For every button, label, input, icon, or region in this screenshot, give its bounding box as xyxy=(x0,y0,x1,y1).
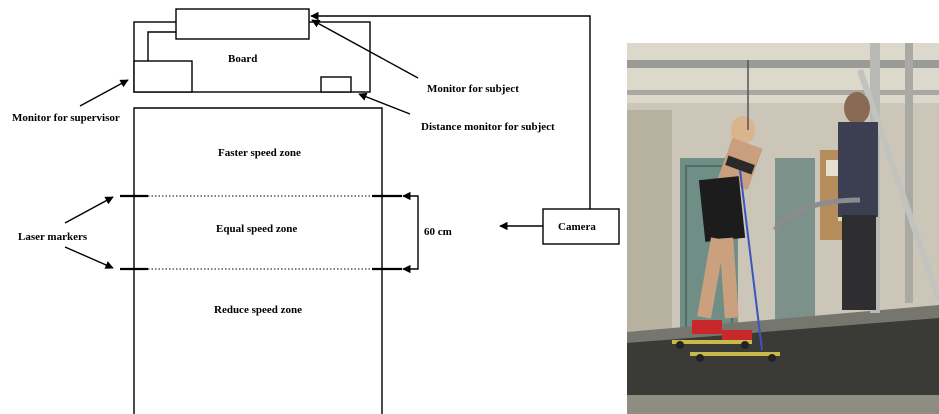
reduce-zone-label: Reduce speed zone xyxy=(214,304,302,316)
treadmill-outline xyxy=(133,107,383,414)
monitor-subject-label: Monitor for subject xyxy=(427,83,519,95)
distance-label: 60 cm xyxy=(424,226,452,238)
camera-label: Camera xyxy=(558,221,596,233)
monitor-for-subject-box xyxy=(175,8,310,40)
monitor-supervisor-label: Monitor for supervisor xyxy=(12,112,120,124)
arrow-laser-top xyxy=(64,196,114,224)
diagram-labels: Board Monitor for subject Monitor for su… xyxy=(12,53,596,316)
distance-bracket xyxy=(402,191,419,274)
camera-box xyxy=(542,208,620,245)
arrow-distance-monitor xyxy=(358,92,411,115)
arrow-monitor-subject xyxy=(311,19,419,79)
board-label: Board xyxy=(228,53,257,65)
laser-markers-label: Laser markers xyxy=(18,231,88,243)
faster-zone-label: Faster speed zone xyxy=(218,147,301,159)
monitor-for-supervisor-box xyxy=(133,60,193,93)
skier-photo xyxy=(627,43,939,414)
arrow-laser-bottom xyxy=(64,246,114,269)
setup-diagram xyxy=(64,8,620,414)
monitor-cable xyxy=(147,31,176,61)
equal-zone-label: Equal speed zone xyxy=(216,223,297,235)
distance-monitor-box xyxy=(320,76,352,93)
distance-monitor-label: Distance monitor for subject xyxy=(421,121,555,133)
arrow-monitor-supervisor xyxy=(79,79,129,107)
treadmill xyxy=(627,315,939,414)
camera-cable xyxy=(310,11,591,209)
